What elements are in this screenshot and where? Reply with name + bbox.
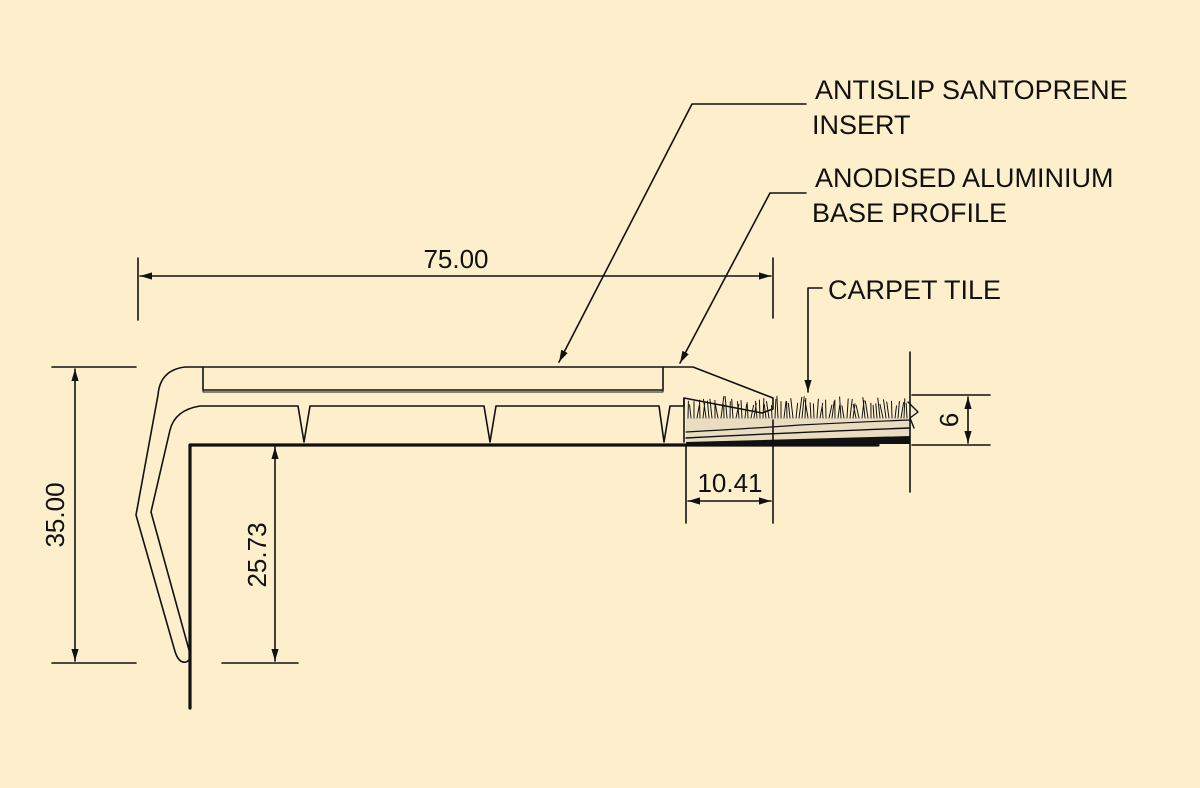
dimension-nose-height-text: 25.73 — [242, 522, 272, 587]
aluminium-base-profile — [135, 366, 774, 664]
antislip-insert — [202, 366, 664, 393]
dimension-carpet-overlap: 10.41 — [685, 419, 774, 524]
callout-carpet: CARPET TILE — [804, 275, 1001, 393]
dimension-carpet-thickness-text: 6 — [934, 413, 964, 427]
dimension-overall-height: 35.00 — [40, 366, 137, 664]
label-base-profile-line2: BASE PROFILE — [812, 198, 1007, 228]
carpet-tile — [685, 395, 919, 444]
dimension-carpet-overlap-text: 10.41 — [697, 468, 762, 498]
label-carpet: CARPET TILE — [828, 275, 1001, 305]
label-base-profile-line1: ANODISED ALUMINIUM — [815, 163, 1114, 193]
dimension-carpet-thickness: 6 — [909, 351, 991, 493]
dimension-nose-height: 25.73 — [221, 446, 299, 664]
dimension-overall-height-text: 35.00 — [40, 482, 70, 547]
dimension-overall-width-text: 75.00 — [423, 244, 488, 274]
label-insert-line1: ANTISLIP SANTOPRENE — [815, 75, 1128, 105]
dimension-overall-width: 75.00 — [137, 244, 774, 321]
label-insert-line2: INSERT — [812, 110, 911, 140]
stair-step — [188, 443, 880, 710]
callout-insert: ANTISLIP SANTOPRENE INSERT — [558, 75, 1128, 363]
callout-base-profile: ANODISED ALUMINIUM BASE PROFILE — [679, 163, 1114, 364]
